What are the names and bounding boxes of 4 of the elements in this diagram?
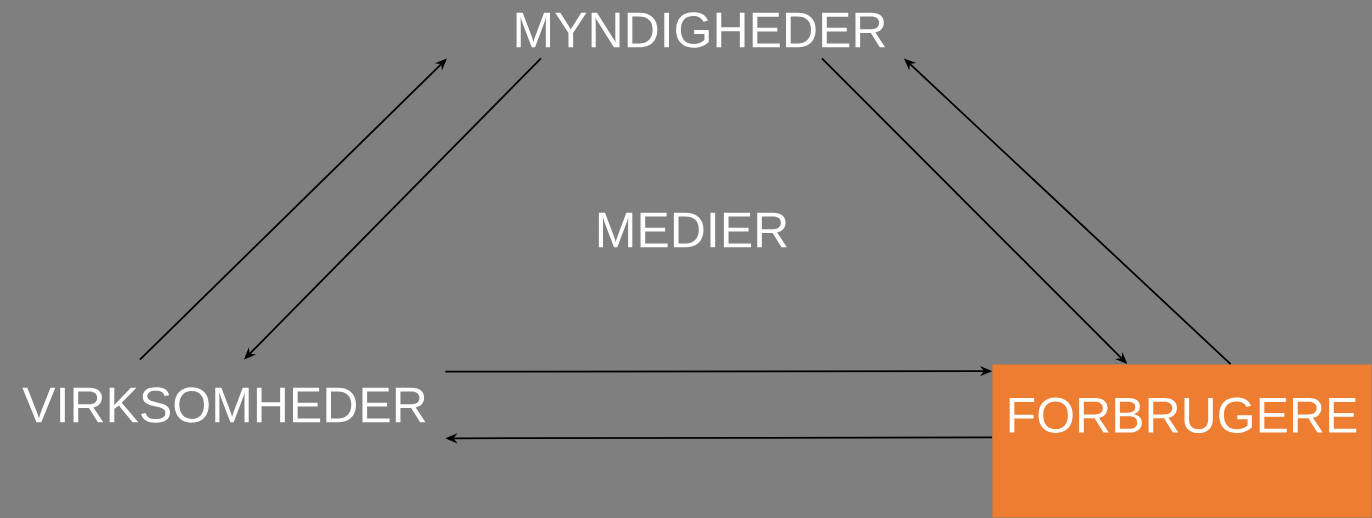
center-label: MEDIER xyxy=(598,212,787,248)
highlight-box: FORBRUGERE xyxy=(992,364,1372,518)
node-label: VIRKSOMHEDER xyxy=(22,387,426,423)
node-label: MYNDIGHEDER xyxy=(516,12,886,48)
